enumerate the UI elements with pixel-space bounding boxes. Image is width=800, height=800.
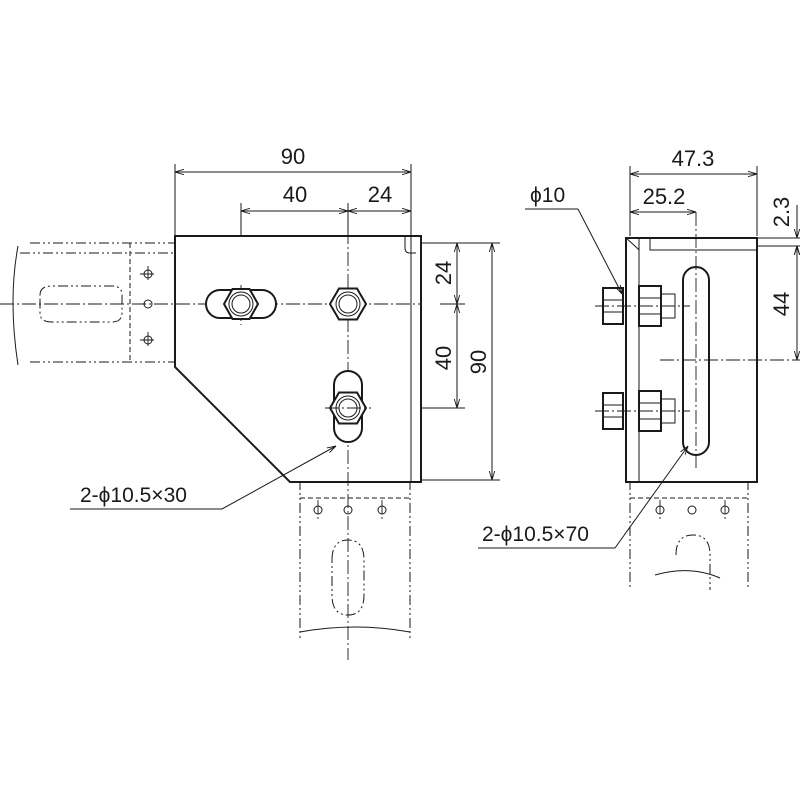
dim-edge-offset: 24 xyxy=(368,182,392,207)
side-slot-callout: 2-ϕ10.5×70 xyxy=(478,446,688,549)
dim-vertical-offset: 24 xyxy=(431,261,456,285)
bracket-plate-front xyxy=(174,235,422,483)
dim-slot-offset: 25.2 xyxy=(643,184,686,209)
slotted-hole-left xyxy=(205,288,277,320)
bolt-upper-side xyxy=(595,285,690,327)
front-view: 90 40 24 24 40 90 2-ϕ10.5×30 xyxy=(0,144,500,660)
slotted-hole-bottom xyxy=(325,370,371,443)
bolt-callout-text: ϕ10 xyxy=(530,184,565,207)
front-dimensions: 90 40 24 24 40 90 xyxy=(174,144,500,481)
dim-overall-height: 90 xyxy=(466,350,491,374)
dim-overall-depth: 47.3 xyxy=(672,146,715,171)
bolt-lower-side xyxy=(595,390,690,432)
dim-slot-center-height: 44 xyxy=(769,292,794,316)
bolt-diameter-callout: ϕ10 xyxy=(525,184,622,294)
side-channel-phantom xyxy=(629,480,749,590)
dim-vertical-spacing: 40 xyxy=(431,346,456,370)
side-view: 47.3 25.2 2.3 44 ϕ10 2-ϕ10.5×70 xyxy=(478,146,800,590)
dim-thickness: 2.3 xyxy=(769,197,794,228)
front-callout-text: 2-ϕ10.5×30 xyxy=(80,484,187,507)
vertical-channel-phantom xyxy=(299,480,411,640)
dim-overall-width: 90 xyxy=(281,144,305,169)
side-callout-text: 2-ϕ10.5×70 xyxy=(482,523,589,546)
side-dimensions: 47.3 25.2 2.3 44 xyxy=(629,146,800,360)
horizontal-channel-phantom xyxy=(12,242,175,366)
dim-hole-spacing: 40 xyxy=(283,182,307,207)
round-hole-right xyxy=(328,287,368,321)
front-hole-callout: 2-ϕ10.5×30 xyxy=(70,446,336,510)
